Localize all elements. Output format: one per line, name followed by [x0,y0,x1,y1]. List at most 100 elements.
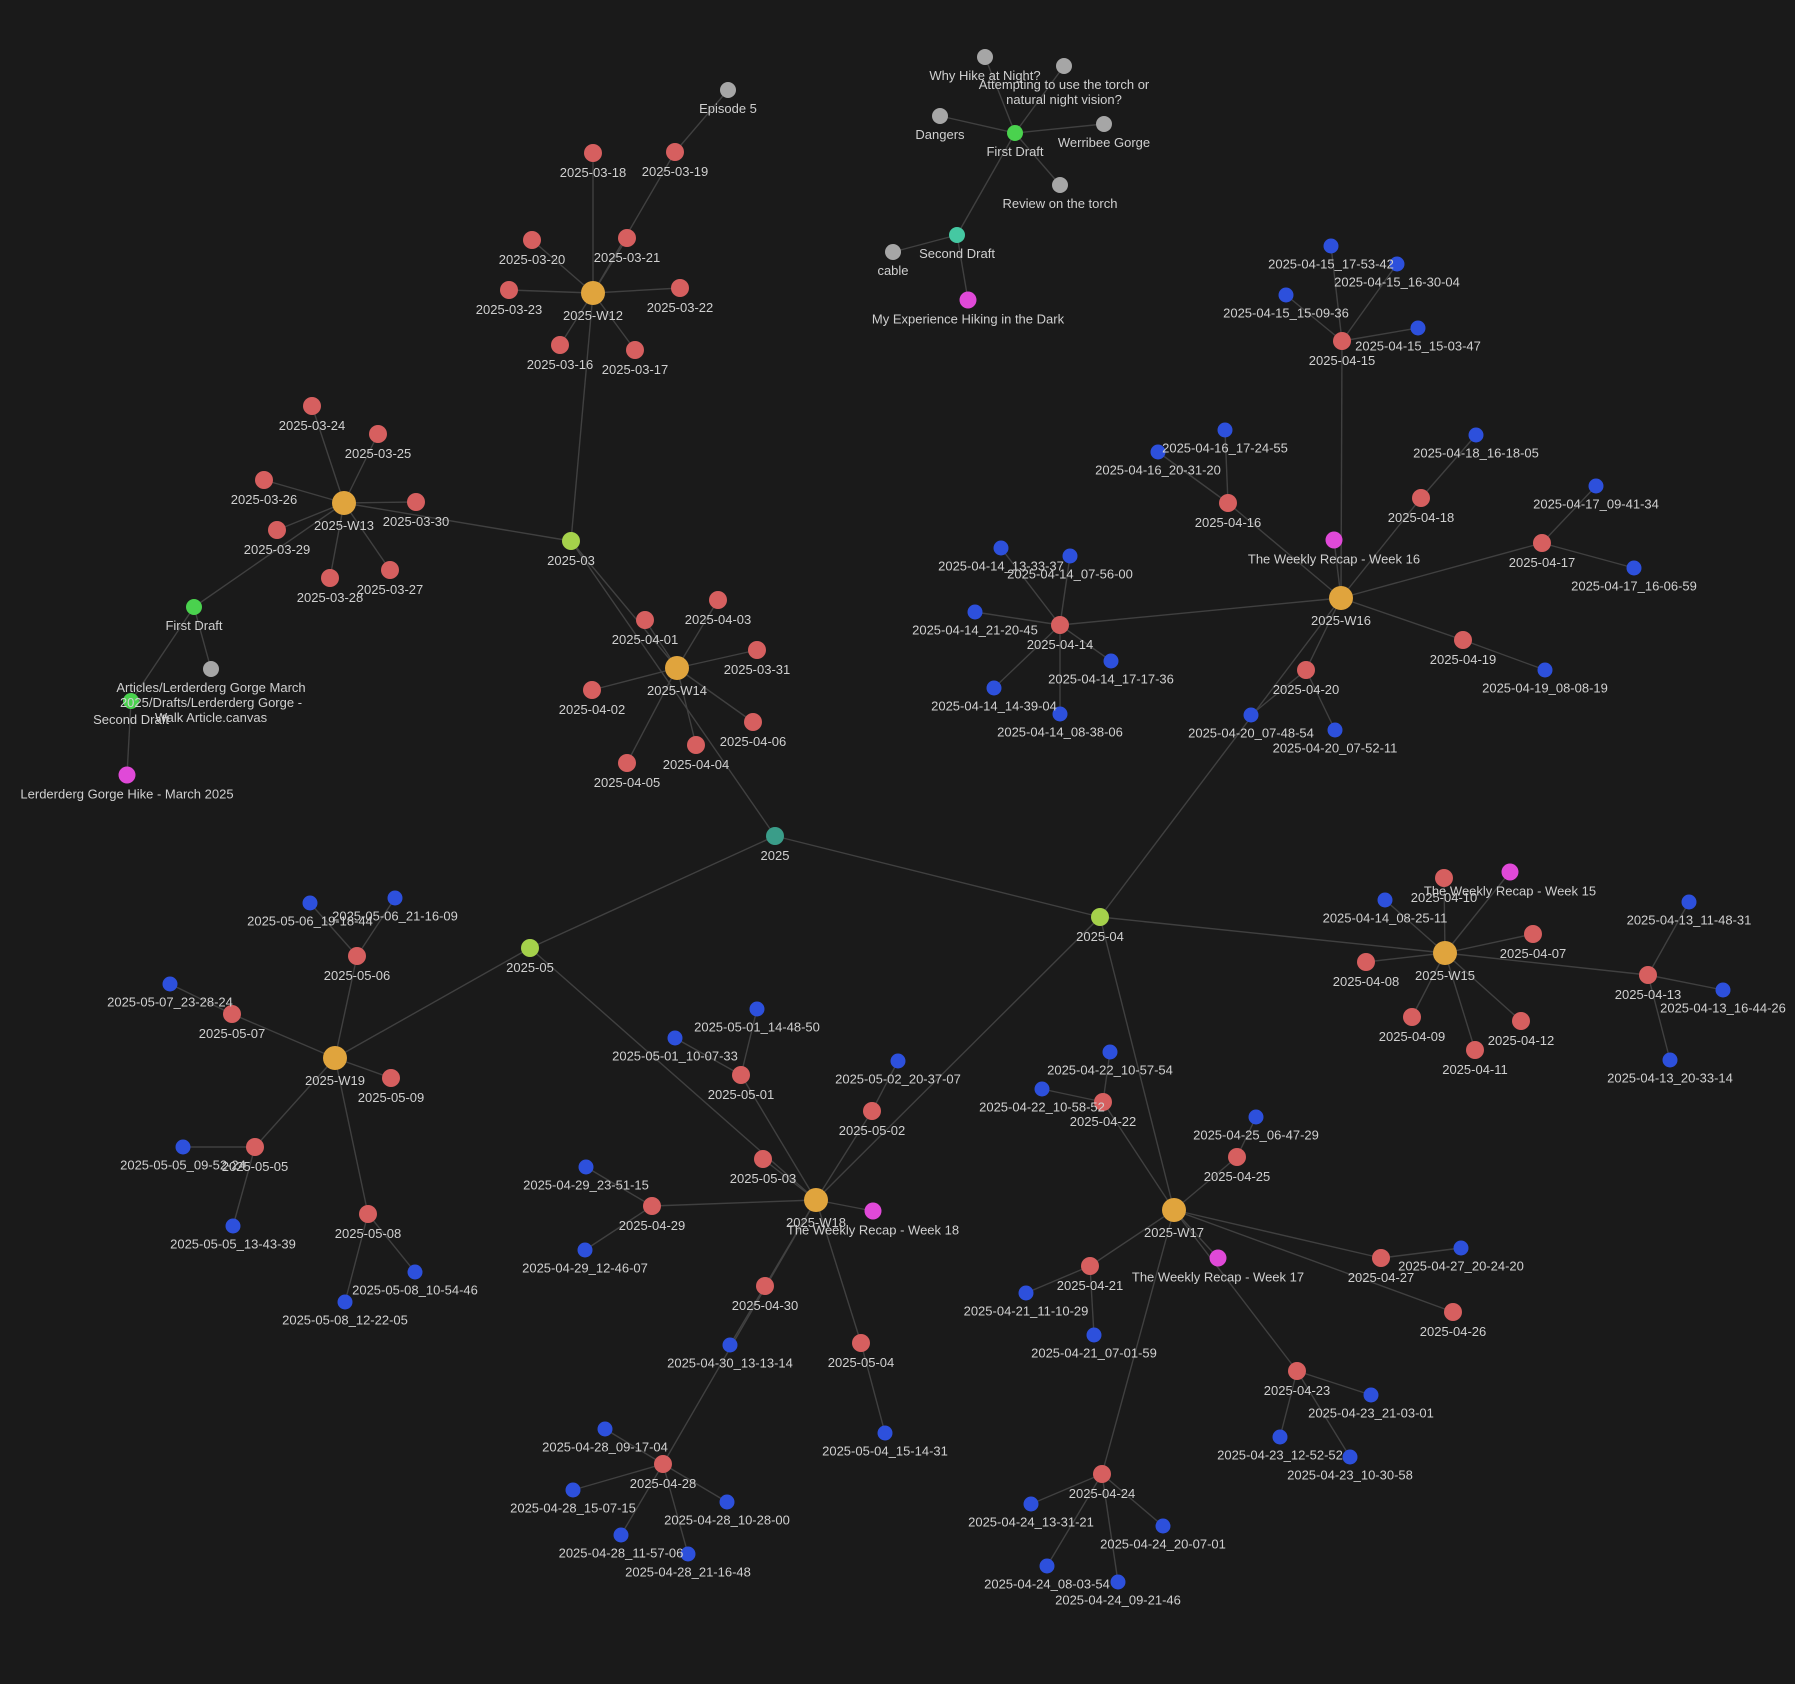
graph-node-w15[interactable] [1433,941,1457,965]
graph-node-m04[interactable] [1091,908,1109,926]
graph-node-why-hike[interactable] [977,49,993,65]
graph-node-t0425a[interactable] [1248,1109,1264,1125]
graph-node-d0430[interactable] [756,1277,774,1295]
graph-node-t0428b[interactable] [565,1482,581,1498]
graph-node-t0504a[interactable] [877,1425,893,1441]
graph-node-t0428e[interactable] [680,1546,696,1562]
graph-node-canvas-file[interactable] [203,661,219,677]
graph-node-d0508[interactable] [359,1205,377,1223]
graph-node-t0502a[interactable] [890,1053,906,1069]
graph-node-torch-or-night-vision[interactable] [1056,58,1072,74]
graph-node-d0509[interactable] [382,1069,400,1087]
graph-node-m05[interactable] [521,939,539,957]
graph-node-w18[interactable] [804,1188,828,1212]
graph-node-d0414[interactable] [1051,616,1069,634]
graph-node-d0505[interactable] [246,1138,264,1156]
graph-node-d0426[interactable] [1444,1303,1462,1321]
graph-node-t0417b[interactable] [1626,560,1642,576]
graph-node-t0428a[interactable] [597,1421,613,1437]
graph-node-y2025[interactable] [766,827,784,845]
graph-node-w12[interactable] [581,281,605,305]
graph-node-w16[interactable] [1329,586,1353,610]
graph-node-d0417[interactable] [1533,534,1551,552]
graph-node-dangers[interactable] [932,108,948,124]
graph-node-d0421[interactable] [1081,1257,1099,1275]
graph-node-d0404[interactable] [687,736,705,754]
graph-node-t0420a[interactable] [1243,707,1259,723]
graph-node-w13[interactable] [332,491,356,515]
graph-node-t0501a[interactable] [749,1001,765,1017]
graph-node-d0328[interactable] [321,569,339,587]
graph-node-t0501b[interactable] [667,1030,683,1046]
graph-node-d0403[interactable] [709,591,727,609]
graph-node-t0414b[interactable] [993,540,1009,556]
graph-node-t0415a[interactable] [1323,238,1339,254]
graph-node-d0424[interactable] [1093,1465,1111,1483]
graph-node-t0424c[interactable] [1039,1558,1055,1574]
graph-node-t0508b[interactable] [337,1294,353,1310]
graph-node-d0402[interactable] [583,681,601,699]
graph-node-t0413c[interactable] [1662,1052,1678,1068]
graph-node-episode-5[interactable] [720,82,736,98]
graph-node-t0414f[interactable] [986,680,1002,696]
graph-node-t0429b[interactable] [577,1242,593,1258]
graph-node-d0326[interactable] [255,471,273,489]
graph-node-d0507[interactable] [223,1005,241,1023]
graph-node-d0419[interactable] [1454,631,1472,649]
graph-node-d0409[interactable] [1403,1008,1421,1026]
graph-node-t0428d[interactable] [613,1527,629,1543]
graph-node-t0424b[interactable] [1155,1518,1171,1534]
graph-node-d0501[interactable] [732,1066,750,1084]
graph-node-d0503[interactable] [754,1150,772,1168]
graph-node-t0414a[interactable] [1377,892,1393,908]
graph-node-t0418a[interactable] [1468,427,1484,443]
graph-node-t0505b[interactable] [225,1218,241,1234]
graph-node-d0418[interactable] [1412,489,1430,507]
graph-node-d0412[interactable] [1512,1012,1530,1030]
graph-node-t0506a[interactable] [302,895,318,911]
graph-node-d0502[interactable] [863,1102,881,1120]
graph-node-w17[interactable] [1162,1198,1186,1222]
graph-node-recap16[interactable] [1325,531,1343,549]
graph-node-t0508a[interactable] [407,1264,423,1280]
graph-node-d0316[interactable] [551,336,569,354]
graph-node-d0406[interactable] [744,713,762,731]
graph-node-t0416b[interactable] [1150,444,1166,460]
graph-node-t0422a[interactable] [1102,1044,1118,1060]
graph-node-t0417a[interactable] [1588,478,1604,494]
graph-node-d0415[interactable] [1333,332,1351,350]
graph-node-d0405[interactable] [618,754,636,772]
graph-node-d0428[interactable] [654,1455,672,1473]
graph-node-d0416[interactable] [1219,494,1237,512]
graph-node-t0414g[interactable] [1052,706,1068,722]
graph-node-d0401[interactable] [636,611,654,629]
graph-node-d0320[interactable] [523,231,541,249]
graph-node-first-draft-torch[interactable] [1007,125,1023,141]
graph-node-t0424a[interactable] [1023,1496,1039,1512]
graph-node-t0507a[interactable] [162,976,178,992]
graph-node-d0317[interactable] [626,341,644,359]
graph-node-t0420b[interactable] [1327,722,1343,738]
graph-node-d0408[interactable] [1357,953,1375,971]
graph-node-d0411[interactable] [1466,1041,1484,1059]
graph-node-t0506b[interactable] [387,890,403,906]
graph-node-t0505a[interactable] [175,1139,191,1155]
graph-node-d0330[interactable] [407,493,425,511]
graph-node-review-torch[interactable] [1052,177,1068,193]
graph-node-d0321[interactable] [618,229,636,247]
graph-node-d0429[interactable] [643,1197,661,1215]
graph-node-d0427[interactable] [1372,1249,1390,1267]
graph-node-d0325[interactable] [369,425,387,443]
graph-node-second-draft-torch[interactable] [949,227,965,243]
graph-node-cable[interactable] [885,244,901,260]
graph-node-m03[interactable] [562,532,580,550]
graph-node-t0416a[interactable] [1217,422,1233,438]
graph-node-werribee-gorge[interactable] [1096,116,1112,132]
graph-node-t0415b[interactable] [1389,256,1405,272]
graph-node-d0506[interactable] [348,947,366,965]
graph-node-recap17[interactable] [1209,1249,1227,1267]
graph-node-t0421b[interactable] [1086,1327,1102,1343]
graph-node-t0423b[interactable] [1272,1429,1288,1445]
graph-node-d0504[interactable] [852,1334,870,1352]
